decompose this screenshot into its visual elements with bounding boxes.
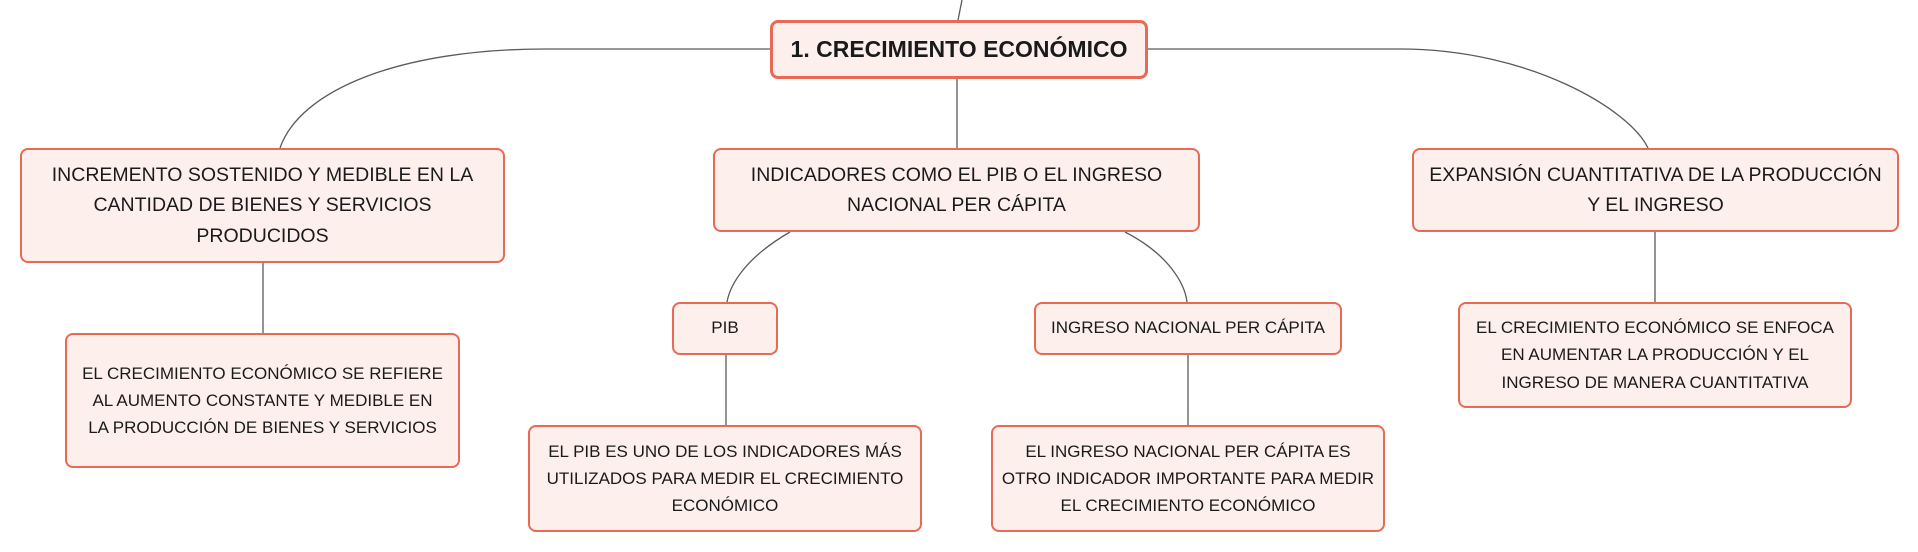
leaf-crecimiento-refiere[interactable]: EL CRECIMIENTO ECONÓMICO SE REFIERE AL A… (65, 333, 460, 468)
leaf-pib-indicadores[interactable]: EL PIB ES UNO DE LOS INDICADORES MÁS UTI… (528, 425, 922, 532)
subtopic-label: INGRESO NACIONAL PER CÁPITA (1051, 318, 1325, 338)
branch-label: EXPANSIÓN CUANTITATIVA DE LA PRODUCCIÓN … (1429, 163, 1882, 216)
root-topic[interactable]: 1. CRECIMIENTO ECONÓMICO (770, 20, 1148, 79)
branch-label: INCREMENTO SOSTENIDO Y MEDIBLE EN LA CAN… (51, 164, 474, 247)
subtopic-pib[interactable]: PIB (672, 302, 778, 355)
branch-label: INDICADORES COMO EL PIB O EL INGRESO NAC… (750, 163, 1163, 216)
branch-indicadores[interactable]: INDICADORES COMO EL PIB O EL INGRESO NAC… (713, 148, 1200, 232)
leaf-label: EL CRECIMIENTO ECONÓMICO SE ENFOCA EN AU… (1476, 318, 1834, 392)
leaf-label: EL PIB ES UNO DE LOS INDICADORES MÁS UTI… (546, 441, 904, 516)
connector-root-parent (957, 0, 963, 21)
leaf-label: EL INGRESO NACIONAL PER CÁPITA ES OTRO I… (1001, 441, 1375, 516)
leaf-label: EL CRECIMIENTO ECONÓMICO SE REFIERE AL A… (82, 363, 443, 438)
leaf-crecimiento-enfoca[interactable]: EL CRECIMIENTO ECONÓMICO SE ENFOCA EN AU… (1458, 302, 1852, 408)
leaf-ingreso-indicador[interactable]: EL INGRESO NACIONAL PER CÁPITA ES OTRO I… (991, 425, 1385, 532)
branch-incremento-sostenido[interactable]: INCREMENTO SOSTENIDO Y MEDIBLE EN LA CAN… (20, 148, 505, 263)
connector-root-right (1148, 48, 1649, 149)
branch-expansion-cuantitativa[interactable]: EXPANSIÓN CUANTITATIVA DE LA PRODUCCIÓN … (1412, 148, 1899, 232)
subtopic-label: PIB (711, 318, 739, 338)
connector-middle-pib (726, 231, 791, 303)
connector-middle-ingreso (1124, 231, 1188, 303)
connector-root-left (279, 48, 770, 149)
root-topic-label: 1. CRECIMIENTO ECONÓMICO (790, 35, 1128, 62)
subtopic-ingreso-nacional[interactable]: INGRESO NACIONAL PER CÁPITA (1034, 302, 1342, 355)
